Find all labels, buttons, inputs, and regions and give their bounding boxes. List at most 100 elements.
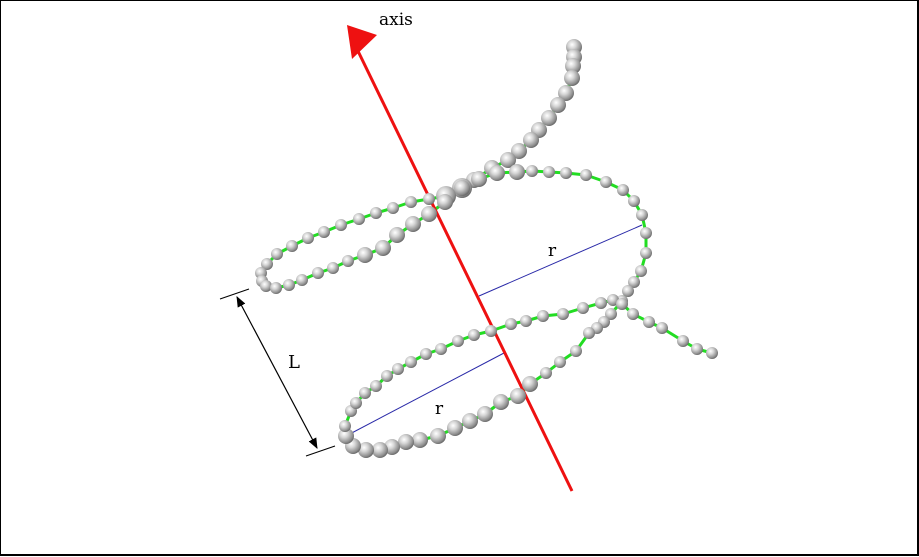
bead (617, 184, 629, 196)
bead (526, 165, 538, 177)
bead (600, 176, 612, 188)
bead (384, 439, 400, 455)
bead (302, 232, 314, 244)
bead (405, 356, 417, 368)
bead (595, 297, 607, 309)
bead (511, 143, 527, 159)
pitch-label: L (288, 352, 300, 373)
bead (430, 428, 446, 444)
bead (550, 97, 566, 113)
bead (389, 227, 405, 243)
bead (580, 169, 592, 181)
bead (577, 302, 589, 314)
bead (342, 255, 354, 267)
bead (558, 85, 574, 101)
bead (357, 247, 373, 263)
bead (359, 387, 371, 399)
bead (505, 318, 517, 330)
bead (485, 325, 497, 337)
bead (523, 132, 539, 148)
bead (358, 442, 374, 458)
bead (339, 420, 351, 432)
bead (565, 58, 581, 74)
bead (635, 265, 647, 277)
bead (643, 316, 655, 328)
bead (398, 434, 414, 450)
bead (537, 310, 549, 322)
bead (421, 206, 437, 222)
bead (607, 294, 619, 306)
bead (283, 279, 295, 291)
bead (564, 70, 580, 86)
bead (270, 282, 282, 294)
bead (452, 335, 464, 347)
bead (338, 428, 354, 444)
bead (437, 194, 453, 210)
bead (510, 388, 526, 404)
bead (350, 397, 362, 409)
bead (462, 413, 478, 429)
bead (420, 348, 432, 360)
bead (628, 276, 640, 288)
bead (691, 343, 703, 355)
bead (405, 216, 421, 232)
bead (271, 248, 283, 260)
bead (509, 164, 525, 180)
bead (261, 258, 273, 270)
bead (583, 327, 595, 339)
bead (627, 308, 639, 320)
bead (392, 363, 404, 375)
bead (381, 370, 393, 382)
bead (260, 280, 272, 292)
radius-line-bottom (345, 352, 505, 437)
bead (540, 367, 552, 379)
bead (541, 110, 557, 126)
bead-group (255, 39, 718, 458)
bead (605, 308, 617, 320)
bead (493, 394, 509, 410)
bead (622, 285, 634, 297)
bead (318, 226, 330, 238)
bead (335, 219, 347, 231)
bead (387, 202, 399, 214)
bead (489, 165, 505, 181)
bead (640, 247, 652, 259)
bead (520, 315, 532, 327)
bead (557, 308, 569, 320)
bead (447, 420, 463, 436)
bead (677, 335, 689, 347)
bead (375, 240, 391, 256)
bead (471, 171, 487, 187)
bead (296, 274, 308, 286)
bead (522, 376, 538, 392)
axis-arrow (347, 25, 574, 492)
bead (405, 196, 417, 208)
bead (636, 209, 648, 221)
bead (372, 442, 388, 458)
bead (628, 195, 640, 207)
bead (423, 193, 435, 205)
bead (477, 406, 493, 422)
radius-line-top (478, 224, 643, 297)
axis-label: axis (379, 10, 413, 30)
bead (435, 343, 447, 355)
bead (570, 345, 582, 357)
bead (286, 240, 298, 252)
bead (543, 166, 555, 178)
bead (370, 207, 382, 219)
radius-label-top: r (548, 241, 557, 261)
bead (468, 329, 480, 341)
bead (412, 432, 428, 448)
bead (312, 267, 324, 279)
bead (706, 347, 718, 359)
bead (616, 298, 628, 310)
bead (640, 227, 652, 239)
bead (560, 167, 572, 179)
bead (353, 213, 365, 225)
bead (454, 180, 470, 196)
bead (554, 356, 566, 368)
bead (370, 380, 382, 392)
pitch-dimension (219, 288, 336, 457)
